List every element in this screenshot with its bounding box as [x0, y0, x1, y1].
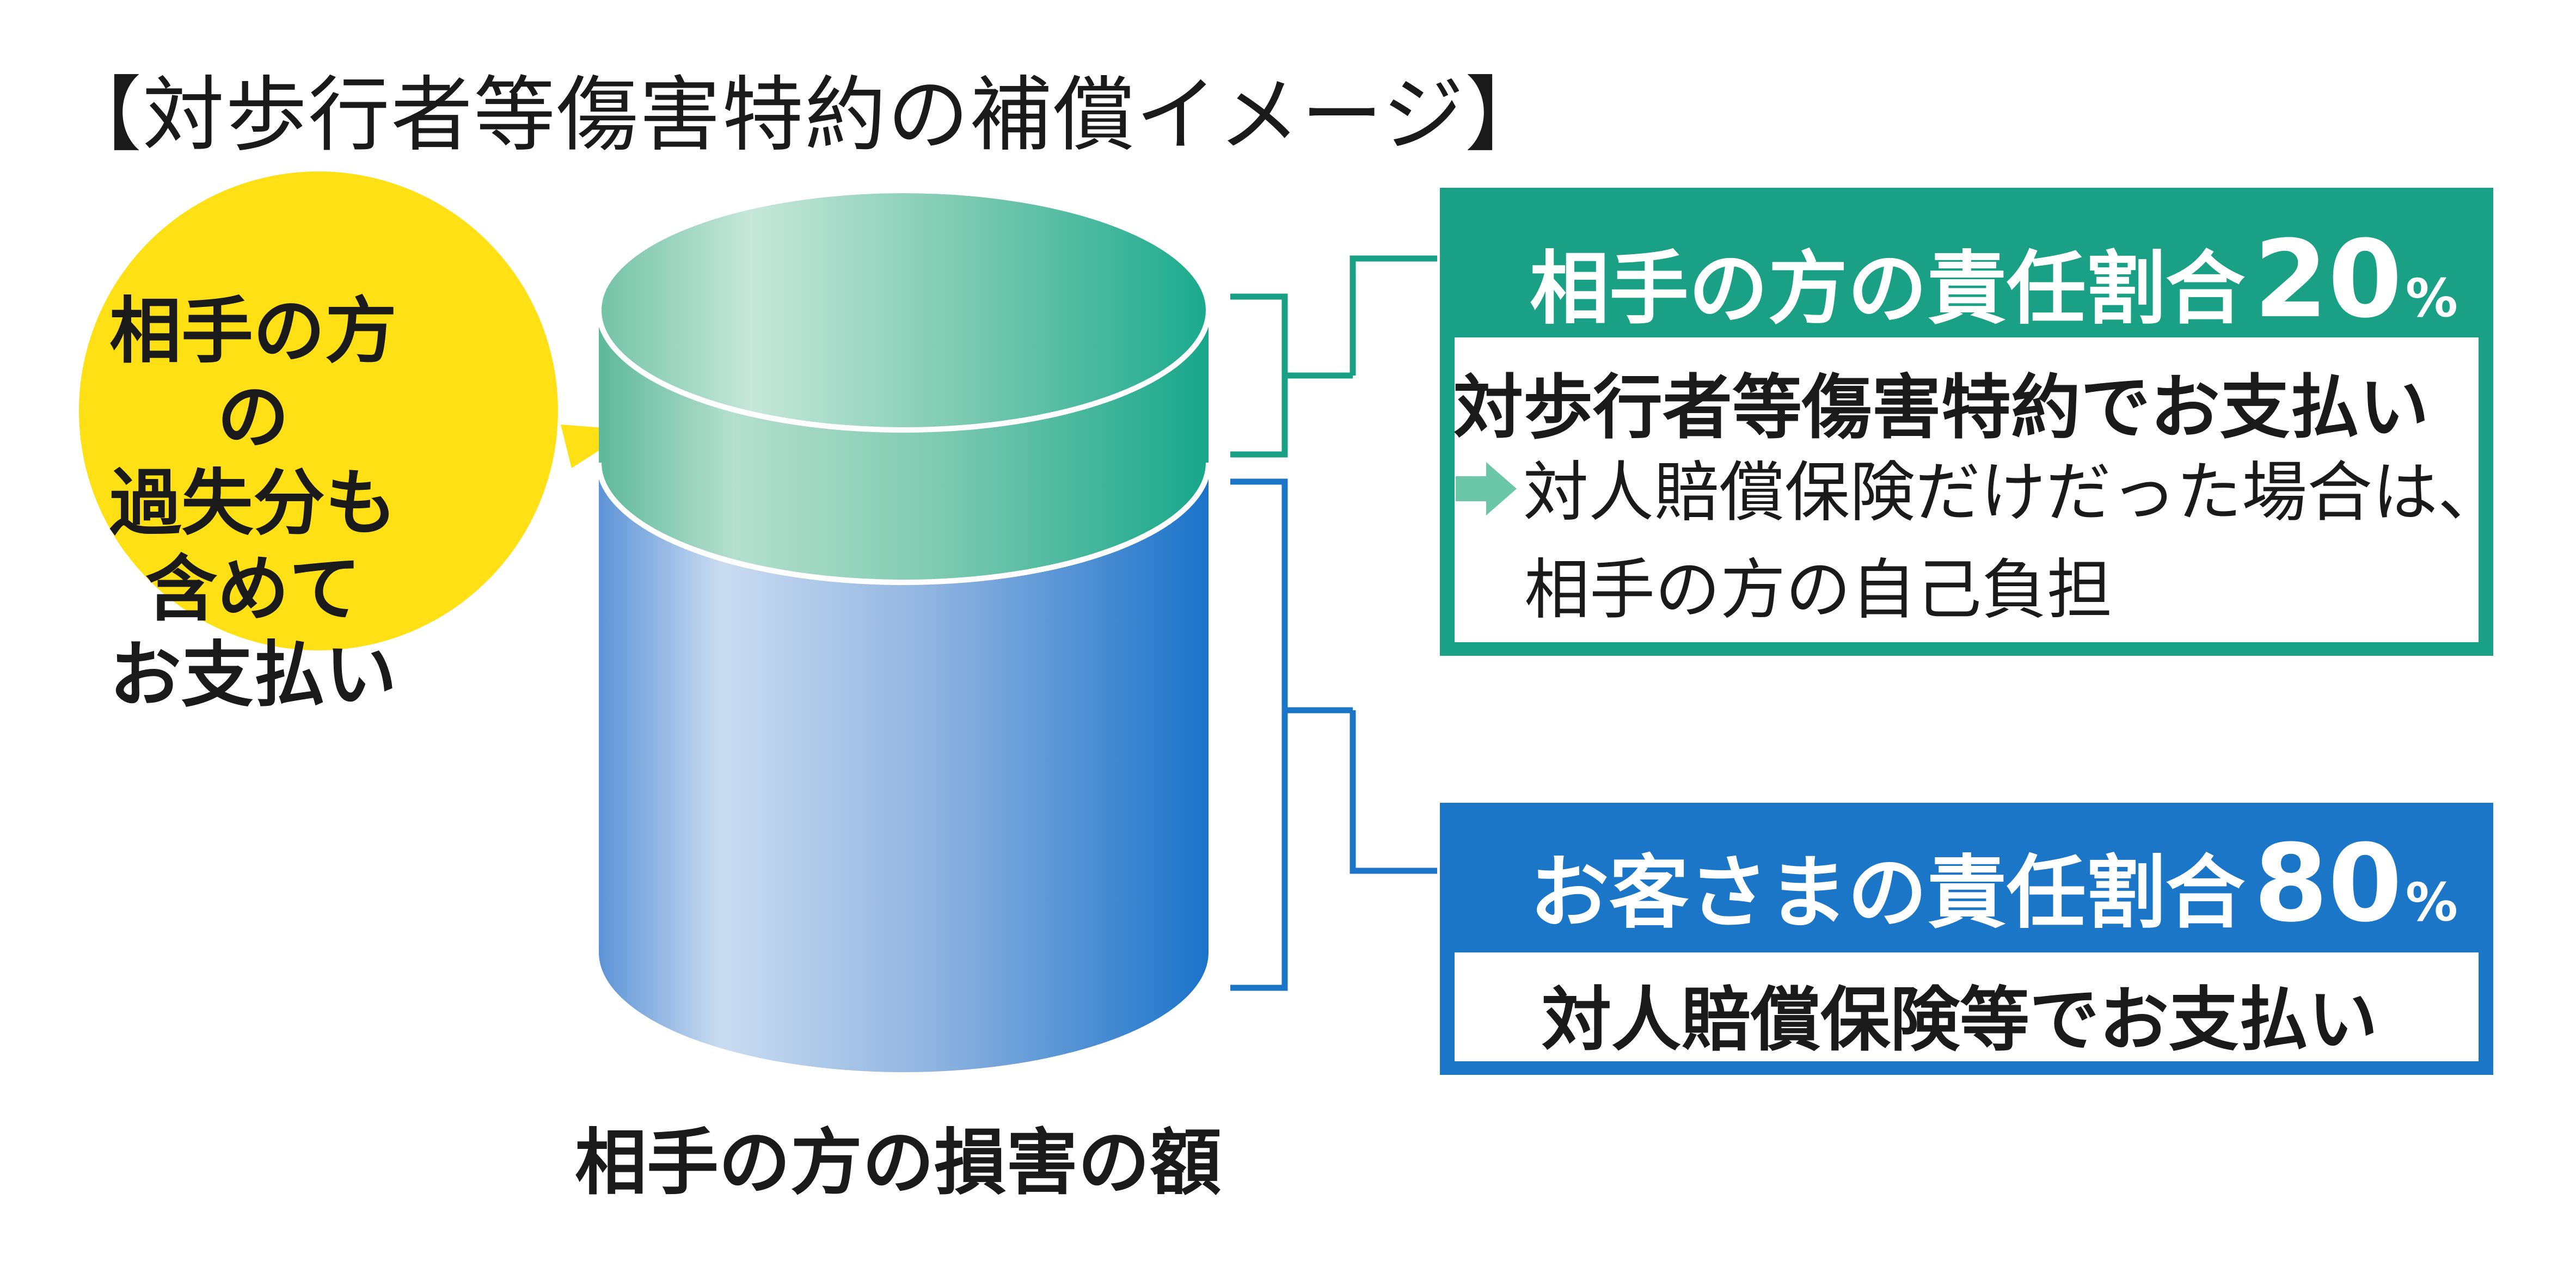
bubble-circle — [79, 171, 558, 650]
green-percent-unit: % — [2405, 268, 2458, 329]
blue-main-text: 対人賠償保険等でお支払い — [1541, 980, 2378, 1061]
green-percent-value: 20 — [2254, 218, 2402, 342]
bubble-line: お支払い — [109, 634, 397, 717]
page-title: 【対歩行者等傷害特約の補償イメージ】 — [60, 68, 1548, 163]
green-panel — [1440, 188, 2493, 656]
green-main-text: 対歩行者等傷害特約でお支払い — [1453, 367, 2430, 448]
blue-panel-header: お客さまの責任割合 80 % — [1530, 822, 2458, 946]
arrow-right-icon — [1453, 450, 1519, 544]
blue-panel — [1440, 803, 2493, 1075]
blue-bracket — [1230, 478, 1437, 991]
cylinder-label: 相手の方の損害の額 — [575, 1121, 1222, 1205]
green-bracket — [1230, 255, 1437, 458]
blue-header-label: お客さまの責任割合 — [1530, 847, 2245, 939]
cylinder — [596, 188, 1211, 1072]
blue-percent-unit: % — [2405, 872, 2458, 933]
cylinder-top — [596, 188, 1211, 433]
green-note-line2: 相手の方の自己負担 — [1524, 552, 2112, 629]
bubble-text: 相手の方の 過失分も 含めて お支払い — [76, 288, 430, 718]
bubble-line: 含めて — [145, 548, 361, 631]
green-header-label: 相手の方の責任割合 — [1530, 243, 2245, 335]
green-note: 対人賠償保険だけだった場合は、 相手の方の自己負担 — [1453, 446, 2503, 637]
cylinder-blue-body — [599, 463, 1209, 1072]
bubble-line: 相手の方の — [109, 290, 397, 459]
cylinder-divider — [596, 462, 1211, 585]
green-panel-header: 相手の方の責任割合 20 % — [1530, 218, 2458, 342]
blue-percent-value: 80 — [2254, 822, 2402, 946]
green-note-line1: 対人賠償保険だけだった場合は、 — [1523, 455, 2503, 531]
bubble-line: 過失分も — [109, 462, 397, 545]
